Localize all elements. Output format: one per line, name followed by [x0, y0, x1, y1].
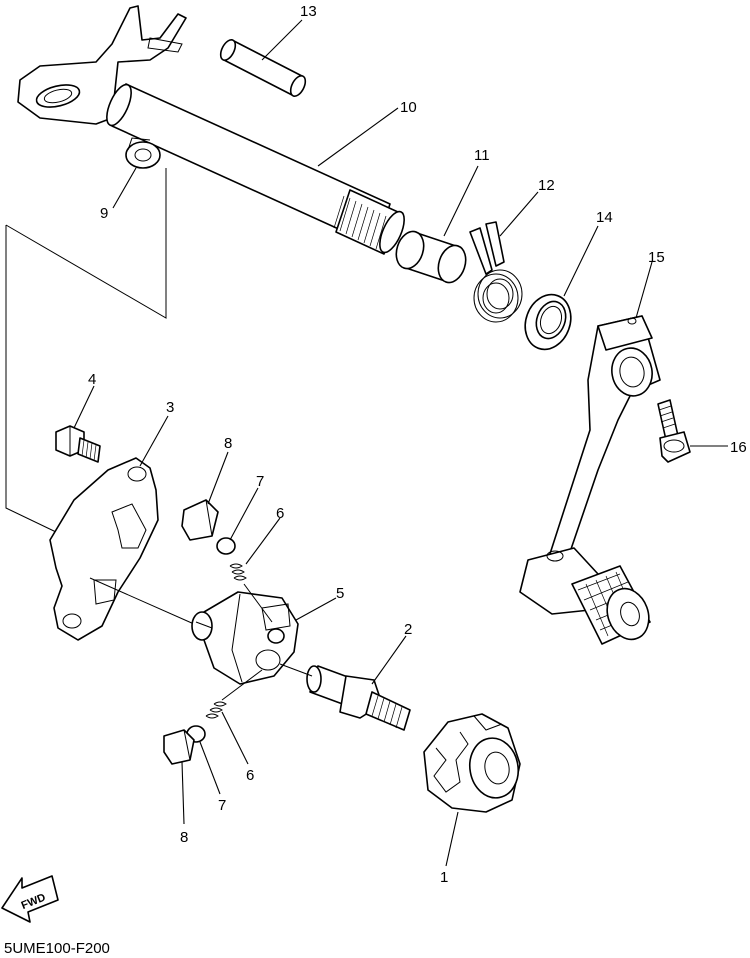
- part-3-stopper-plate: [49, 457, 159, 641]
- callout-11: 11: [474, 147, 490, 164]
- part-12-torsion-spring: [469, 221, 523, 323]
- callout-12: 12: [538, 177, 555, 194]
- part-10-shift-shaft: [17, 5, 405, 255]
- callout-3: 3: [166, 399, 174, 416]
- part-14-oil-seal: [524, 293, 572, 351]
- part-8-pawl-lower: [163, 729, 195, 765]
- callout-8-upper: 8: [224, 435, 232, 452]
- callout-6-upper: 6: [276, 505, 284, 522]
- callout-7-lower: 7: [218, 797, 226, 814]
- callout-10: 10: [400, 99, 417, 116]
- part-7-pin-upper: [216, 537, 236, 555]
- part-8-pawl-upper: [181, 499, 219, 541]
- part-2-shaft-bolt: [279, 663, 411, 731]
- assembly-reference-lines: [5, 168, 167, 533]
- part-6-spring-lower: [205, 669, 263, 719]
- figure-code: 5UME100-F200: [4, 940, 110, 957]
- callout-13: 13: [300, 3, 317, 20]
- callout-6-lower: 6: [246, 767, 254, 784]
- fwd-direction-badge: FWD: [1, 875, 59, 923]
- callout-16: 16: [730, 439, 747, 456]
- leader-lines: [73, 19, 728, 867]
- part-16-bolt: [657, 399, 691, 463]
- part-6-spring-upper: [229, 563, 273, 623]
- part-9-washer: [125, 137, 161, 169]
- part-4-bolt: [55, 425, 101, 463]
- callout-8-lower: 8: [180, 829, 188, 846]
- callouts: 13 10 9 11 12 14 15 4 3 8 7 6 16 5 2 6 7…: [88, 3, 747, 886]
- reference-line-5: [195, 621, 213, 629]
- callout-14: 14: [596, 209, 613, 226]
- part-13-pin: [219, 39, 307, 97]
- callout-4: 4: [88, 371, 96, 388]
- callout-1: 1: [440, 869, 448, 886]
- callout-2: 2: [404, 621, 412, 638]
- part-15-shift-pedal: [519, 315, 661, 645]
- callout-15: 15: [648, 249, 665, 266]
- part-11-collar: [395, 230, 467, 284]
- part-1-shift-cam: [423, 713, 521, 813]
- part-5-segment: [191, 591, 299, 685]
- reference-line-3: [89, 577, 195, 625]
- callout-7-upper: 7: [256, 473, 264, 490]
- callout-9: 9: [100, 205, 108, 222]
- callout-5: 5: [336, 585, 344, 602]
